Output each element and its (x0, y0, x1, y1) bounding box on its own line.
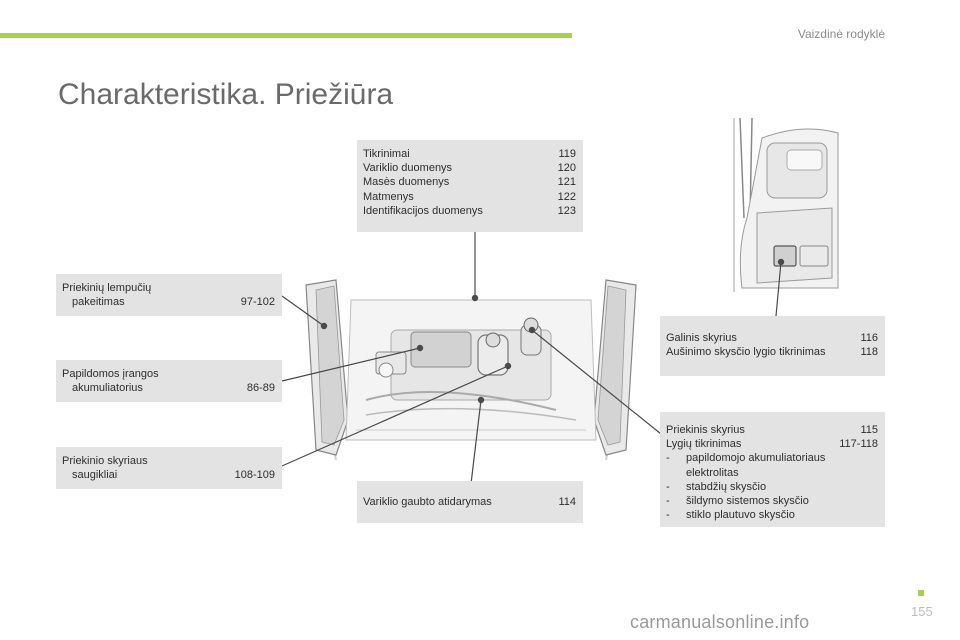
front-label: Lygių tikrinimas (666, 438, 742, 451)
list-item: -papildomojo akumuliatoriaus elektrolita… (666, 452, 826, 479)
accent-bar (0, 33, 572, 38)
fuses-line2: saugikliai (72, 469, 118, 482)
page-ref: 108-109 (234, 469, 275, 482)
front-label: Priekinis skyrius (666, 424, 745, 436)
section-title: Vaizdinė rodyklė (797, 27, 885, 41)
list-item: -stabdžių skysčio (666, 480, 767, 493)
page-ref: 121 (557, 176, 576, 189)
bulbs-line1: Priekinių lempučių (62, 282, 152, 294)
accessory-battery-line2: akumuliatorius (72, 382, 143, 395)
rear-row[interactable]: Aušinimo skysčio lygio tikrinimas 118 (666, 345, 878, 359)
bulbs-box[interactable]: Priekinių lempučių pakeitimas 97-102 (56, 274, 282, 316)
accessory-battery-box[interactable]: Papildomos įrangos akumuliatorius 86-89 (56, 360, 282, 402)
specs-box: Tikrinimai 119 Variklio duomenys 120 Masės… (357, 140, 583, 232)
rear-label: Aušinimo skysčio lygio tikrinimas (666, 346, 826, 359)
specs-row[interactable]: Matmenys 122 (363, 190, 576, 204)
page-number: 155 (911, 604, 933, 619)
list-item: -stiklo plautuvo skysčio (666, 509, 795, 522)
specs-label: Matmenys (363, 190, 414, 203)
rear-row[interactable]: Galinis skyrius 116 (666, 331, 878, 345)
page-title: Charakteristika. Priežiūra (58, 78, 394, 112)
bonnet-label: Variklio gaubto atidarymas (363, 496, 492, 508)
bonnet-box[interactable]: Variklio gaubto atidarymas 114 (357, 481, 583, 523)
specs-row[interactable]: Identifikacijos duomenys 123 (363, 204, 576, 218)
fuses-box[interactable]: Priekinio skyriaus saugikliai 108-109 (56, 447, 282, 489)
front-compartment-box: Priekinis skyrius 115 Lygių tikrinimas 117… (660, 412, 885, 527)
page-ref: 86-89 (246, 382, 275, 395)
page-ref: 119 (558, 148, 576, 160)
fuses-line1: Priekinio skyriaus (62, 455, 148, 467)
rear-compartment-illustration (722, 118, 840, 292)
accessory-battery-line1: Papildomos įrangos (62, 368, 159, 380)
rear-label: Galinis skyrius (666, 332, 737, 344)
specs-label: Tikrinimai (363, 148, 410, 160)
specs-row[interactable]: Masės duomenys 121 (363, 175, 576, 189)
list-item: -šildymo sistemos skysčio (666, 495, 809, 508)
page-ref: 114 (558, 496, 576, 508)
specs-label: Identifikacijos duomenys (363, 204, 483, 217)
front-row[interactable]: Priekinis skyrius 115 (666, 423, 878, 437)
bulbs-line2: pakeitimas (72, 296, 125, 309)
front-row[interactable]: Lygių tikrinimas 117-118 (666, 437, 878, 451)
page-ref: 115 (860, 424, 878, 436)
engine-bay-illustration (296, 270, 646, 465)
page-ref: 116 (860, 332, 878, 344)
specs-label: Masės duomenys (363, 176, 450, 189)
page-ref: 120 (557, 162, 576, 175)
watermark: carmanualsonline.info (630, 612, 810, 632)
rear-compartment-box: Galinis skyrius 116 Aušinimo skysčio lygi… (660, 316, 885, 376)
page-ref: 123 (557, 204, 576, 217)
specs-label: Variklio duomenys (363, 162, 453, 175)
page-marker (918, 590, 924, 596)
page-ref: 118 (860, 346, 878, 359)
page-ref: 117-118 (839, 438, 878, 451)
specs-row[interactable]: Variklio duomenys 120 (363, 161, 576, 175)
page-ref: 97-102 (240, 296, 275, 309)
page-ref: 122 (557, 190, 576, 203)
specs-row[interactable]: Tikrinimai 119 (363, 147, 576, 161)
